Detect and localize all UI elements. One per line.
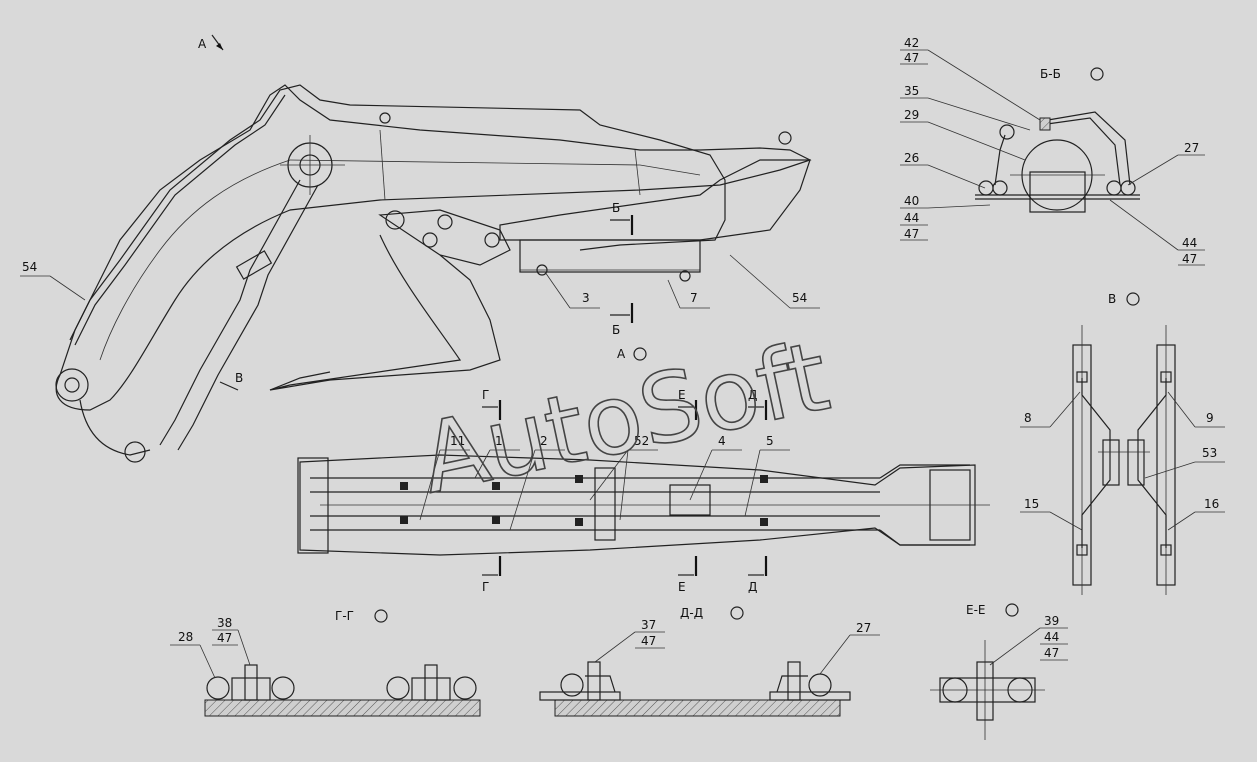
callout-28: 28	[178, 630, 193, 644]
callout-11: 11	[450, 434, 465, 448]
view-v-title: В	[1108, 292, 1116, 306]
view-a-label: А	[198, 37, 207, 51]
view-a-plan: А Г Г	[297, 347, 990, 594]
view-v-arrow-label: В	[235, 371, 243, 385]
callout-15: 15	[1024, 497, 1039, 511]
callout-38: 38	[217, 616, 232, 630]
callout-47-f: 47	[1044, 646, 1059, 660]
callout-26: 26	[904, 151, 919, 165]
callout-27-bb: 27	[1184, 141, 1199, 155]
callout-35: 35	[904, 84, 919, 98]
callout-9: 9	[1206, 411, 1214, 425]
svg-text:Д: Д	[748, 580, 757, 594]
svg-text:Б: Б	[612, 201, 620, 215]
callout-44-a: 44	[904, 211, 919, 225]
callout-1: 1	[495, 434, 503, 448]
callout-54-right: 54	[792, 291, 807, 305]
section-bb-title: Б-Б	[1040, 67, 1061, 81]
callout-42: 42	[904, 36, 919, 50]
svg-text:Г: Г	[482, 388, 489, 402]
arm-outline	[499, 159, 811, 241]
callout-40: 40	[904, 194, 919, 208]
callout-44-c: 44	[1044, 630, 1059, 644]
callout-29: 29	[904, 108, 919, 122]
callout-53: 53	[1202, 446, 1217, 460]
svg-text:Е: Е	[678, 388, 686, 402]
callout-47-e: 47	[641, 634, 656, 648]
section-dd-title: Д-Д	[680, 606, 703, 620]
callout-4: 4	[718, 434, 726, 448]
svg-text:Д: Д	[748, 388, 757, 402]
callout-44-b: 44	[1182, 236, 1197, 250]
callout-47-a: 47	[904, 51, 919, 65]
section-bb: Б-Б 42 47 35 29 26	[900, 36, 1205, 266]
section-gg-title: Г-Г	[335, 609, 354, 623]
callout-47-d: 47	[217, 631, 232, 645]
side-view: А В Б Б 54 3 7 54	[20, 34, 820, 463]
callout-52: 52	[634, 434, 649, 448]
view-v: В 8 9 53 15 16	[1020, 292, 1225, 595]
base-pivot	[55, 368, 89, 402]
cut-g-marker: Г Г	[482, 388, 502, 594]
bucket-outline	[269, 234, 501, 391]
boom-outline	[55, 84, 812, 411]
section-dd: Д-Д 37 47 27	[539, 606, 880, 717]
svg-text:Е: Е	[678, 580, 686, 594]
callout-3: 3	[582, 291, 590, 305]
view-a-mid-label: А	[617, 347, 626, 361]
callout-16: 16	[1204, 497, 1219, 511]
callout-39: 39	[1044, 614, 1059, 628]
svg-text:Б: Б	[612, 323, 620, 337]
svg-text:Г: Г	[482, 580, 489, 594]
boom-cylinder	[159, 179, 301, 446]
section-gg: Г-Г 38 47 28	[170, 609, 481, 717]
callout-2: 2	[540, 434, 548, 448]
section-ee-title: Е-Е	[966, 603, 986, 617]
callout-5: 5	[766, 434, 774, 448]
section-ee: Е-Е 39 44 47	[930, 603, 1068, 740]
hydraulic-line-top	[69, 84, 726, 341]
cut-d-marker: Д Д	[748, 388, 768, 594]
callout-27-dd: 27	[856, 621, 871, 635]
callout-7: 7	[690, 291, 698, 305]
cut-b-marker: Б Б	[610, 201, 634, 337]
callout-47-b: 47	[904, 227, 919, 241]
callout-47-c: 47	[1182, 252, 1197, 266]
callout-37: 37	[641, 618, 656, 632]
cut-e-marker: Е Е	[678, 388, 698, 594]
callout-54-left: 54	[22, 260, 37, 274]
callout-8: 8	[1024, 411, 1032, 425]
